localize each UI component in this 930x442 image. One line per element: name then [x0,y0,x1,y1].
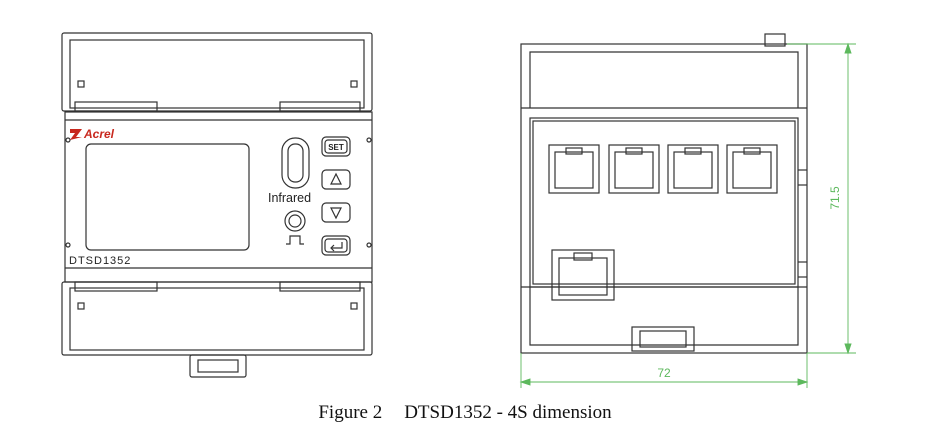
rj45-port [548,144,600,194]
figure-caption: Figure 2 DTSD1352 - 4S dimension [0,402,930,424]
rj45-port [551,249,615,301]
top-right-screw-hole [350,80,358,88]
enter-button[interactable] [321,235,351,256]
model-label: DTSD1352 [69,255,131,267]
pulse-led [288,214,302,228]
panel-rivet [366,137,372,143]
rj45-port [726,144,778,194]
dimension-lines [519,42,856,388]
down-arrow-icon [330,207,342,220]
rj45-port [608,144,660,194]
acrel-logo: Acrel [70,127,115,141]
figure-title: DTSD1352 - 4S dimension [404,402,612,423]
panel-rivet [366,242,372,248]
set-button[interactable] [321,136,351,157]
din-rail-clip [189,354,247,378]
bottom-terminal-cover [61,281,373,356]
top-left-clip [74,101,158,112]
down-button[interactable] [321,202,351,223]
top-cover-inner [69,39,365,109]
side-view [520,33,808,354]
side-module-face [529,117,799,288]
top-terminal-cover [61,32,373,112]
panel-rivet [65,137,71,143]
infrared-window-inner [287,143,304,183]
pulse-led-ring [284,210,306,232]
panel-rivet [65,242,71,248]
pulse-icon [286,235,304,245]
top-right-clip [279,101,361,112]
top-latch [764,33,786,47]
brand-name: Acrel [83,127,115,141]
set-button-label: SET [328,143,344,152]
side-din-clip [631,326,695,352]
dimension-drawing: Acrel Infrared SET DTSD1352 72 71.5 [61,32,856,388]
rj45-port [667,144,719,194]
figure-number: Figure 2 [318,402,383,423]
width-dimension-label: 72 [657,366,671,380]
bottom-left-screw-hole [77,302,85,310]
front-view [61,32,373,378]
lcd-window [85,143,250,251]
enter-return-icon [331,242,343,249]
side-body-outline [520,43,808,354]
up-button[interactable] [321,169,351,190]
top-left-screw-hole [77,80,85,88]
infrared-window [281,137,310,189]
up-arrow-icon [330,172,342,185]
bottom-right-screw-hole [350,302,358,310]
height-dimension-label: 71.5 [828,186,842,210]
infrared-label: Infrared [268,191,311,205]
acrel-logo-mark [70,129,82,140]
